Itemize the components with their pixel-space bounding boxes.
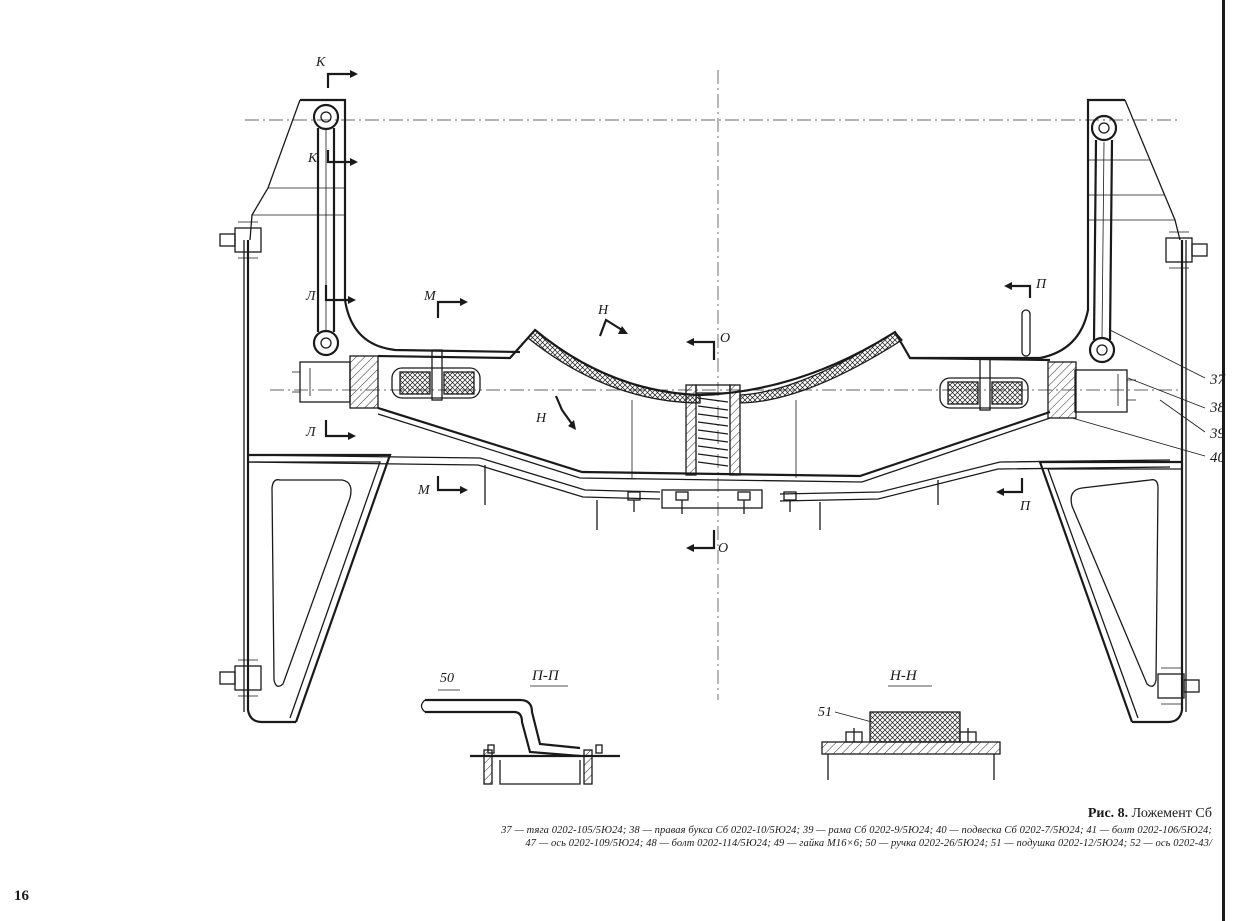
- mark-n-bottom: Н: [535, 411, 547, 426]
- callout-50: 50: [440, 671, 454, 686]
- leader-lines: [438, 329, 1206, 723]
- right-bushing: [939, 309, 1136, 419]
- legend-line-1: 37 — тяга 0202-105/5Ю24; 38 — правая бук…: [501, 825, 1212, 836]
- section-view-pp: [420, 685, 620, 785]
- callout-37: 37: [1209, 372, 1227, 388]
- mark-k-lower: К: [307, 151, 318, 166]
- callout-39: 39: [1209, 426, 1226, 442]
- left-tie-rod: [312, 103, 340, 357]
- right-tie-rod: [1088, 114, 1118, 364]
- callout-38: 38: [1209, 400, 1226, 416]
- mark-p-bottom: П: [1019, 499, 1031, 514]
- callout-40: 40: [1210, 450, 1226, 466]
- mark-o-bottom: О: [718, 541, 728, 556]
- central-cradle: [247, 328, 1171, 530]
- page-number: 16: [14, 888, 29, 904]
- section-view-nn: [821, 685, 1001, 780]
- mark-m-top: М: [423, 289, 437, 304]
- mark-n-top: Н: [597, 303, 609, 318]
- legend-line-2: 47 — ось 0202-109/5Ю24; 48 — болт 0202-1…: [525, 838, 1212, 849]
- figure-title: Рис. 8. Ложемент Сб: [340, 806, 1212, 822]
- section-arrows: [324, 70, 1032, 552]
- figure-name: Ложемент Сб: [1131, 806, 1212, 821]
- callout-51: 51: [818, 705, 832, 720]
- section-title-pp: П-П: [531, 668, 560, 684]
- figure-caption: Рис. 8. Ложемент Сб 37 — тяга 0202-105/5…: [340, 806, 1212, 850]
- page-edge-line: [1222, 0, 1225, 921]
- right-frame: [910, 98, 1208, 724]
- mark-o-top: О: [720, 331, 730, 346]
- mark-p-top: П: [1035, 277, 1047, 292]
- mark-m-bottom: М: [417, 483, 431, 498]
- left-frame: [219, 98, 521, 724]
- left-bushing: [292, 349, 481, 409]
- section-letters: К К Л Л М М Н Н О О П П П-П Н-Н: [305, 55, 1047, 684]
- figure-number: Рис. 8.: [1087, 806, 1129, 821]
- callout-labels: 37 38 39 40 50 51: [440, 372, 1227, 720]
- mark-l-top: Л: [305, 289, 317, 304]
- section-title-nn: Н-Н: [889, 668, 918, 684]
- mark-l-bottom: Л: [305, 425, 317, 440]
- mark-k-top: К: [315, 55, 326, 70]
